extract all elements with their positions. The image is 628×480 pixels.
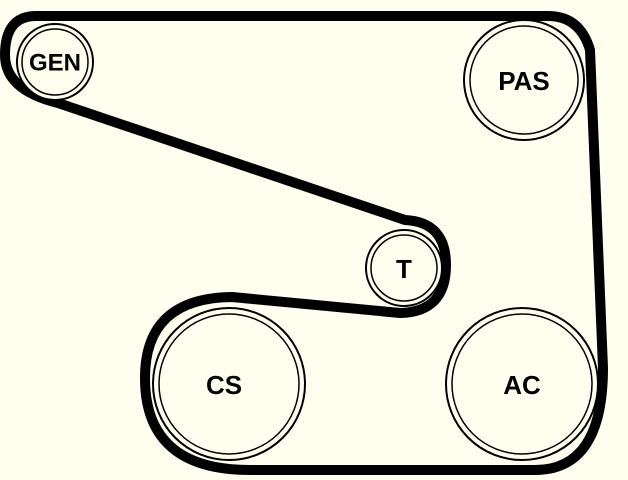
pulley-ac-inner <box>451 313 593 455</box>
pulley-cs-outer <box>152 307 306 461</box>
serpentine-belt <box>0 11 608 475</box>
pulley-cs: CS <box>152 307 306 461</box>
pulley-t-inner <box>370 234 438 302</box>
pulley-ac: AC <box>445 307 599 461</box>
pulley-pas-outer <box>463 19 585 141</box>
pulley-ac-label: AC <box>503 370 541 400</box>
pulley-gen-outer <box>16 23 94 101</box>
pulley-pas: PAS <box>463 19 585 141</box>
pulley-gen: GEN <box>16 23 94 101</box>
pulley-t: T <box>365 229 443 307</box>
pulley-t-outer <box>365 229 443 307</box>
pulley-ac-outer <box>445 307 599 461</box>
pulley-gen-label: GEN <box>29 50 81 77</box>
pulley-pas-inner <box>469 25 579 135</box>
pulley-t-label: T <box>396 254 412 284</box>
pulley-gen-inner <box>21 28 89 96</box>
pulley-cs-inner <box>158 313 300 455</box>
pulley-pas-label: PAS <box>498 66 550 96</box>
pulley-cs-label: CS <box>206 370 242 400</box>
